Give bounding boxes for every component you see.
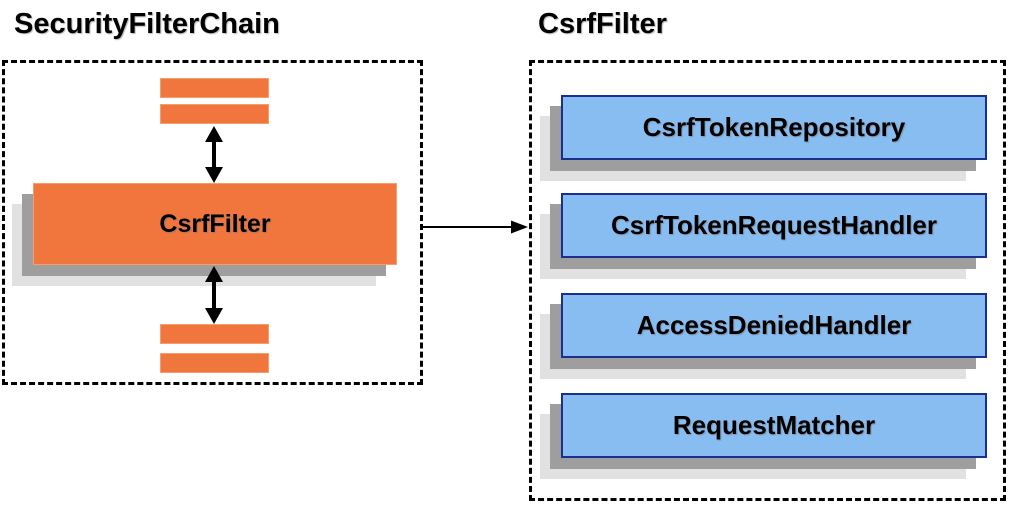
component-box-label: AccessDeniedHandler bbox=[636, 310, 912, 340]
filter-placeholder-bar bbox=[160, 104, 269, 124]
filter-placeholder-bar bbox=[160, 324, 269, 344]
csrf-filter-components-frame bbox=[529, 60, 1006, 501]
component-box-csrf-token-repository: CsrfTokenRepository bbox=[561, 95, 987, 160]
filter-placeholder-bar bbox=[160, 78, 269, 98]
component-box-csrf-token-request-handler: CsrfTokenRequestHandler bbox=[561, 193, 987, 258]
filter-placeholder-bar bbox=[160, 353, 269, 373]
component-box-label: CsrfTokenRepository bbox=[642, 112, 906, 142]
csrf-filter-title: CsrfFilter bbox=[538, 8, 667, 40]
security-filter-chain-title: SecurityFilterChain bbox=[14, 8, 280, 40]
double-headed-arrow-icon bbox=[205, 126, 223, 183]
security-filter-chain-frame bbox=[2, 60, 423, 385]
double-headed-arrow-icon bbox=[205, 266, 223, 324]
component-box-label: CsrfTokenRequestHandler bbox=[610, 210, 938, 240]
right-arrow-icon bbox=[423, 220, 528, 234]
component-box-request-matcher: RequestMatcher bbox=[561, 393, 987, 458]
csrf-filter-box: CsrfFilter bbox=[33, 183, 397, 265]
csrf-filter-box-label: CsrfFilter bbox=[159, 209, 271, 238]
component-box-access-denied-handler: AccessDeniedHandler bbox=[561, 293, 987, 358]
component-box-label: RequestMatcher bbox=[672, 410, 876, 440]
